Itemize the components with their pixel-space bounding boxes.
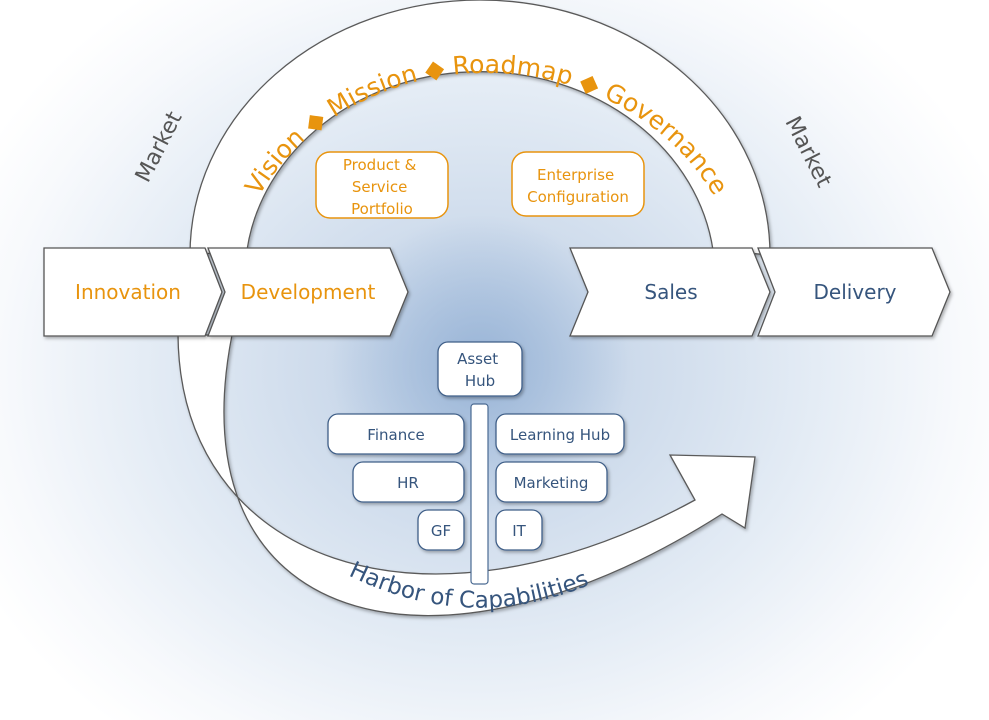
- delivery-chevron: Delivery: [757, 247, 951, 337]
- svg-text:HR: HR: [397, 474, 419, 492]
- innovation-chevron: Innovation: [43, 247, 223, 337]
- svg-text:IT: IT: [512, 522, 526, 540]
- svg-text:Marketing: Marketing: [514, 474, 589, 492]
- svg-text:Innovation: Innovation: [75, 280, 181, 304]
- svg-text:Product & Service: Product & Service Portfolio: [343, 156, 421, 218]
- svg-text:Finance: Finance: [367, 426, 424, 444]
- development-chevron: Development: [207, 247, 409, 337]
- marketing-box: Marketing: [495, 461, 608, 503]
- svg-text:Delivery: Delivery: [813, 280, 896, 304]
- market-right-label: Market: [779, 113, 836, 192]
- asset-hub-box: Asset Hub: [437, 341, 523, 397]
- svg-text:Learning Hub: Learning Hub: [510, 426, 610, 444]
- svg-text:Enterprise Configuration: Enterprise Configuration: [527, 166, 629, 206]
- finance-box: Finance: [327, 413, 465, 455]
- gf-box: GF: [417, 509, 465, 551]
- svg-text:Development: Development: [241, 280, 376, 304]
- svg-text:Sales: Sales: [644, 280, 697, 304]
- it-box: IT: [495, 509, 543, 551]
- top-arc-band: [189, 0, 771, 256]
- svg-text:Asset Hub: Asset Hub: [457, 350, 503, 390]
- svg-text:GF: GF: [431, 522, 451, 540]
- learning-hub-box: Learning Hub: [495, 413, 625, 455]
- capability-trunk: [470, 403, 489, 585]
- bottom-arrow-band: [177, 334, 756, 617]
- product-service-portfolio-box: Product & Service Portfolio: [315, 151, 449, 219]
- enterprise-configuration-box: Enterprise Configuration: [511, 151, 645, 217]
- sales-chevron: Sales: [569, 247, 771, 337]
- hr-box: HR: [352, 461, 465, 503]
- market-left-label: Market: [131, 107, 188, 186]
